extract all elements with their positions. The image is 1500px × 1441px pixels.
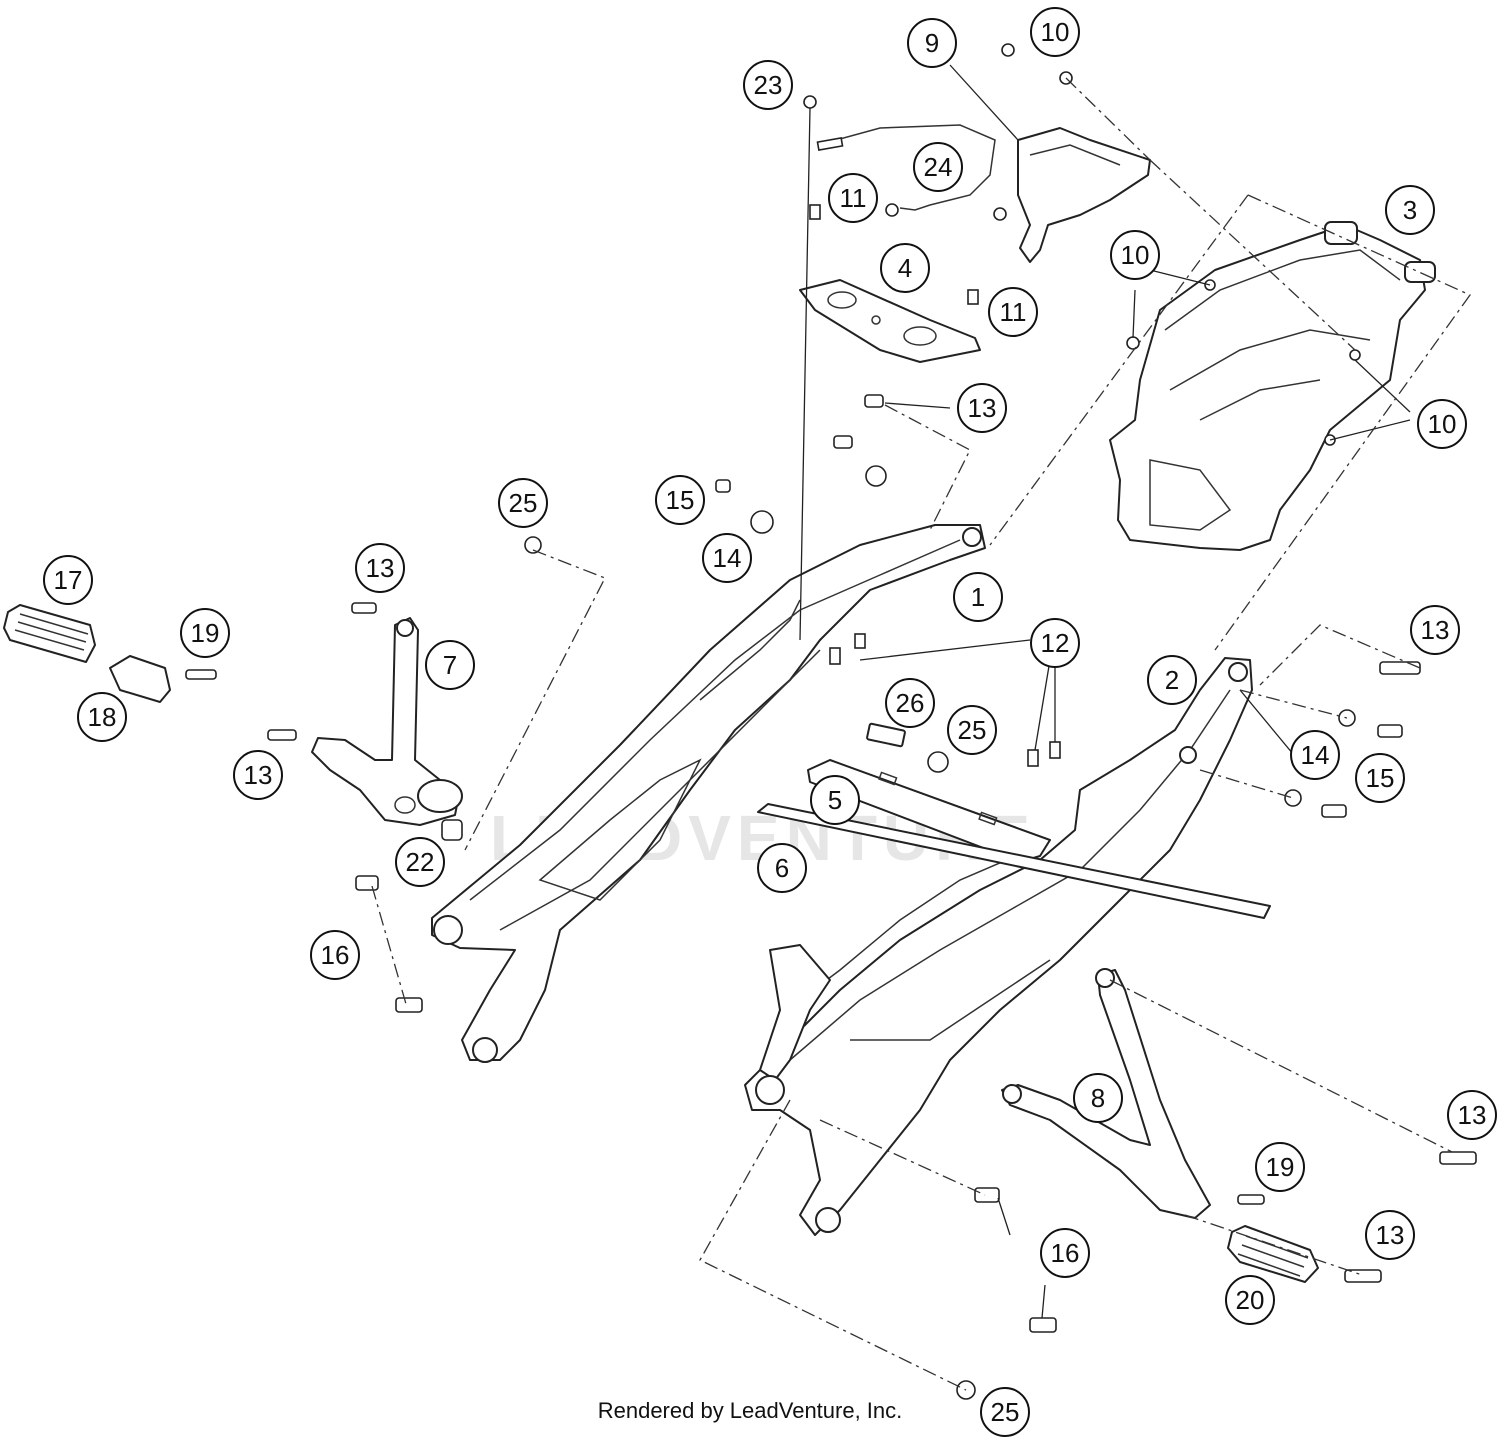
part-left-footrest-bracket: [311, 617, 463, 826]
part-right-footrest-bracket: [1001, 968, 1211, 1219]
svg-text:4: 4: [898, 253, 912, 283]
callout-13-a: 13: [957, 383, 1007, 433]
part-small-bracket: [1017, 127, 1151, 263]
callout-25-a: 25: [498, 478, 548, 528]
svg-text:13: 13: [1458, 1100, 1487, 1130]
svg-text:14: 14: [713, 543, 742, 573]
part-right-subframe: [744, 657, 1253, 1236]
callout-13-d: 13: [1410, 605, 1460, 655]
callout-14-a: 14: [702, 533, 752, 583]
svg-text:15: 15: [1366, 763, 1395, 793]
callout-10-c: 10: [1417, 399, 1467, 449]
callouts: 1 2 3 4 5 6 7 8 9 10 10 10 10 11 11 12 1…: [43, 7, 1497, 1437]
svg-text:16: 16: [1051, 1238, 1080, 1268]
part-left-subframe: [431, 524, 986, 1063]
svg-text:9: 9: [925, 28, 939, 58]
fasteners: [185, 43, 1477, 1400]
svg-text:13: 13: [244, 760, 273, 790]
svg-text:13: 13: [1376, 1220, 1405, 1250]
svg-text:7: 7: [443, 650, 457, 680]
callout-25-b: 25: [947, 705, 997, 755]
callout-6: 6: [757, 843, 807, 893]
callout-2: 2: [1147, 655, 1197, 705]
part-right-footpeg: [1227, 1225, 1319, 1283]
svg-text:13: 13: [968, 393, 997, 423]
callout-13-f: 13: [1365, 1210, 1415, 1260]
callout-1: 1: [953, 572, 1003, 622]
svg-text:1: 1: [971, 582, 985, 612]
part-cable: [816, 124, 996, 217]
callout-16-b: 16: [1040, 1228, 1090, 1278]
callout-3: 3: [1385, 185, 1435, 235]
svg-text:13: 13: [1421, 615, 1450, 645]
svg-text:14: 14: [1301, 740, 1330, 770]
part-rod: [757, 803, 1271, 919]
part-battery-tray: [1109, 221, 1436, 551]
svg-text:23: 23: [754, 70, 783, 100]
svg-text:10: 10: [1121, 240, 1150, 270]
callout-5: 5: [810, 775, 860, 825]
svg-text:11: 11: [1000, 297, 1027, 327]
svg-text:8: 8: [1091, 1083, 1105, 1113]
callout-17: 17: [43, 555, 93, 605]
callout-16-a: 16: [310, 930, 360, 980]
svg-text:19: 19: [1266, 1152, 1295, 1182]
callout-24: 24: [913, 142, 963, 192]
callout-18: 18: [77, 692, 127, 742]
part-bracket-strip: [807, 759, 1051, 863]
callout-23: 23: [743, 60, 793, 110]
callout-19-a: 19: [180, 608, 230, 658]
svg-text:13: 13: [366, 553, 395, 583]
callout-7: 7: [425, 640, 475, 690]
svg-text:11: 11: [840, 183, 867, 213]
callout-19-b: 19: [1255, 1142, 1305, 1192]
callout-22: 22: [395, 837, 445, 887]
callout-15-b: 15: [1355, 753, 1405, 803]
part-left-footpeg-holder: [109, 655, 171, 703]
svg-text:25: 25: [991, 1397, 1020, 1427]
svg-text:25: 25: [509, 488, 538, 518]
svg-text:15: 15: [666, 485, 695, 515]
callout-13-c: 13: [233, 750, 283, 800]
callout-9: 9: [907, 18, 957, 68]
svg-text:16: 16: [321, 940, 350, 970]
svg-text:6: 6: [775, 853, 789, 883]
part-plate: [799, 279, 981, 363]
callout-13-b: 13: [355, 543, 405, 593]
callout-15-a: 15: [655, 475, 705, 525]
callout-10-b: 10: [1110, 230, 1160, 280]
svg-text:22: 22: [406, 847, 435, 877]
svg-text:17: 17: [54, 565, 83, 595]
svg-text:3: 3: [1403, 195, 1417, 225]
callout-26: 26: [885, 678, 935, 728]
svg-text:5: 5: [828, 785, 842, 815]
svg-text:2: 2: [1165, 665, 1179, 695]
callout-12: 12: [1030, 618, 1080, 668]
svg-text:10: 10: [1428, 409, 1457, 439]
callout-11-b: 11: [988, 287, 1038, 337]
callout-10-a: 10: [1030, 7, 1080, 57]
svg-text:12: 12: [1041, 628, 1070, 658]
svg-text:24: 24: [924, 152, 953, 182]
callout-11-a: 11: [828, 173, 878, 223]
callout-20: 20: [1225, 1275, 1275, 1325]
svg-text:18: 18: [88, 702, 117, 732]
svg-text:10: 10: [1041, 17, 1070, 47]
callout-4: 4: [880, 243, 930, 293]
svg-text:25: 25: [958, 715, 987, 745]
svg-text:19: 19: [191, 618, 220, 648]
callout-25-c: 25: [980, 1387, 1030, 1437]
callout-13-e: 13: [1447, 1090, 1497, 1140]
credit-text: Rendered by LeadVenture, Inc.: [597, 1398, 903, 1423]
part-left-footpeg: [3, 604, 96, 663]
part-pad: [866, 722, 906, 748]
svg-text:20: 20: [1236, 1285, 1265, 1315]
callout-8: 8: [1073, 1073, 1123, 1123]
callout-14-b: 14: [1290, 730, 1340, 780]
leader-lines: [371, 64, 1471, 1391]
svg-text:26: 26: [896, 688, 925, 718]
